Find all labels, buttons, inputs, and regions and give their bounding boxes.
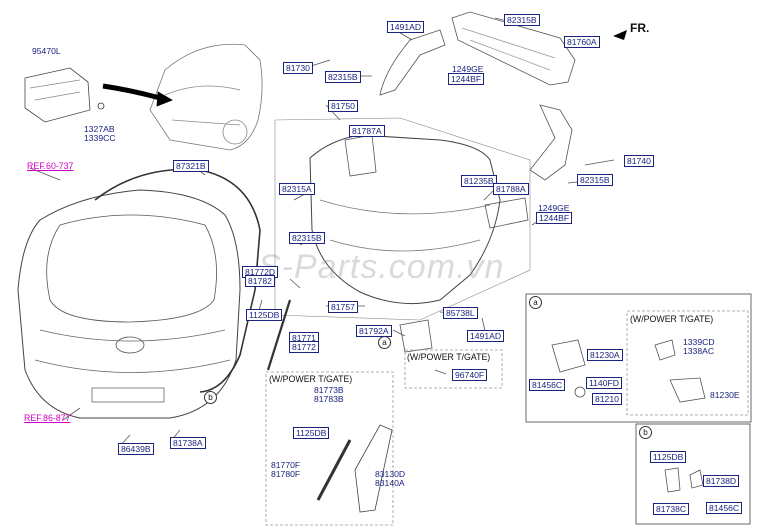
part-81210[interactable]: 81210 <box>592 393 622 405</box>
part-81788A[interactable]: 81788A <box>493 183 529 195</box>
detail-b-label: b <box>639 426 652 439</box>
ref-86-877-link[interactable]: REF.86-877 <box>24 413 71 423</box>
watermark: S-Parts.com.vn <box>258 248 505 286</box>
part-1491AD-bot[interactable]: 1491AD <box>467 330 505 342</box>
part-81757[interactable]: 81757 <box>328 301 358 313</box>
part-1125DB-left[interactable]: 1125DB <box>246 309 283 321</box>
part-81772[interactable]: 81772 <box>289 341 319 353</box>
callout-b-marker[interactable]: b <box>204 391 217 404</box>
part-1125DB-pg[interactable]: 1125DB <box>293 427 330 439</box>
power-tailgate-header-2: (W/POWER T/GATE) <box>407 352 491 362</box>
part-81230A[interactable]: 81230A <box>587 349 623 361</box>
part-83130D[interactable]: 83130D <box>375 469 406 479</box>
part-82315A[interactable]: 82315A <box>279 183 315 195</box>
part-1249GE-mid[interactable]: 1249GE <box>538 203 570 213</box>
part-1339CC[interactable]: 1339CC <box>84 133 116 143</box>
part-81456C-a[interactable]: 81456C <box>529 379 566 391</box>
part-96740F[interactable]: 96740F <box>452 369 488 381</box>
part-81782[interactable]: 81782 <box>245 275 275 287</box>
part-81787A[interactable]: 81787A <box>349 125 385 137</box>
detail-a-label: a <box>529 296 542 309</box>
part-1339CD[interactable]: 1339CD <box>683 337 715 347</box>
part-82315B-top[interactable]: 82315B <box>504 14 540 26</box>
part-1140FD[interactable]: 1140FD <box>586 377 622 389</box>
part-1249GE-top[interactable]: 1249GE <box>452 64 484 74</box>
part-82315B-left[interactable]: 82315B <box>325 71 361 83</box>
part-81773B[interactable]: 81773B <box>314 385 344 395</box>
part-1125DB-b[interactable]: 1125DB <box>650 451 687 463</box>
part-81792A[interactable]: 81792A <box>356 325 392 337</box>
power-tailgate-header-3: (W/POWER T/GATE) <box>630 314 714 324</box>
part-81780F[interactable]: 81780F <box>271 469 301 479</box>
power-tailgate-header-1: (W/POWER T/GATE) <box>269 374 353 384</box>
part-1327AB[interactable]: 1327AB <box>84 124 115 134</box>
part-81738C[interactable]: 81738C <box>653 503 690 515</box>
part-81738D[interactable]: 81738D <box>703 475 740 487</box>
part-82315B-right[interactable]: 82315B <box>577 174 613 186</box>
part-81750[interactable]: 81750 <box>328 100 358 112</box>
front-direction-label: FR. <box>630 21 650 35</box>
part-81760A[interactable]: 81760A <box>564 36 600 48</box>
part-81783B[interactable]: 81783B <box>314 394 344 404</box>
part-1491AD-top[interactable]: 1491AD <box>387 21 425 33</box>
part-1244BF-mid[interactable]: 1244BF <box>536 212 573 224</box>
part-85738L[interactable]: 85738L <box>443 307 478 319</box>
part-87321B[interactable]: 87321B <box>173 160 209 172</box>
part-81235B[interactable]: 81235B <box>461 175 497 187</box>
part-81456C-b[interactable]: 81456C <box>706 502 743 514</box>
part-81230E[interactable]: 81230E <box>710 390 740 400</box>
part-81770F[interactable]: 81770F <box>271 460 301 470</box>
part-1338AC[interactable]: 1338AC <box>683 346 715 356</box>
part-1244BF-top[interactable]: 1244BF <box>448 73 485 85</box>
part-95470L[interactable]: 95470L <box>32 46 61 56</box>
part-86439B[interactable]: 86439B <box>118 443 154 455</box>
part-82315B-mid[interactable]: 82315B <box>289 232 325 244</box>
ref-60-737-link[interactable]: REF.60-737 <box>27 161 74 171</box>
part-83140A[interactable]: 83140A <box>375 478 405 488</box>
part-81730[interactable]: 81730 <box>283 62 313 74</box>
callout-a-marker[interactable]: a <box>378 336 391 349</box>
part-81738A[interactable]: 81738A <box>170 437 206 449</box>
part-81740[interactable]: 81740 <box>624 155 654 167</box>
